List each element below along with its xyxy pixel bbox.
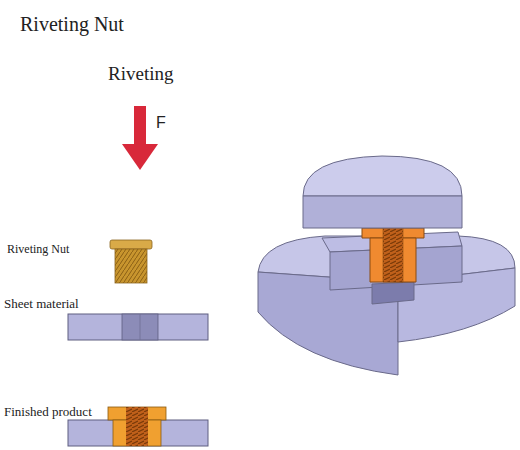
part-name: Finished product (4, 405, 92, 420)
sheet-material (68, 314, 208, 340)
part-name: Riveting Nut (7, 243, 69, 257)
diagram-title: Riveting Nut (20, 13, 124, 36)
force-symbol: F (156, 114, 166, 132)
force-arrow (122, 106, 158, 170)
riveting-nut (110, 240, 152, 283)
part-name: Sheet material (4, 297, 79, 312)
die-assembly (258, 156, 515, 375)
process-name: Riveting (108, 63, 173, 85)
